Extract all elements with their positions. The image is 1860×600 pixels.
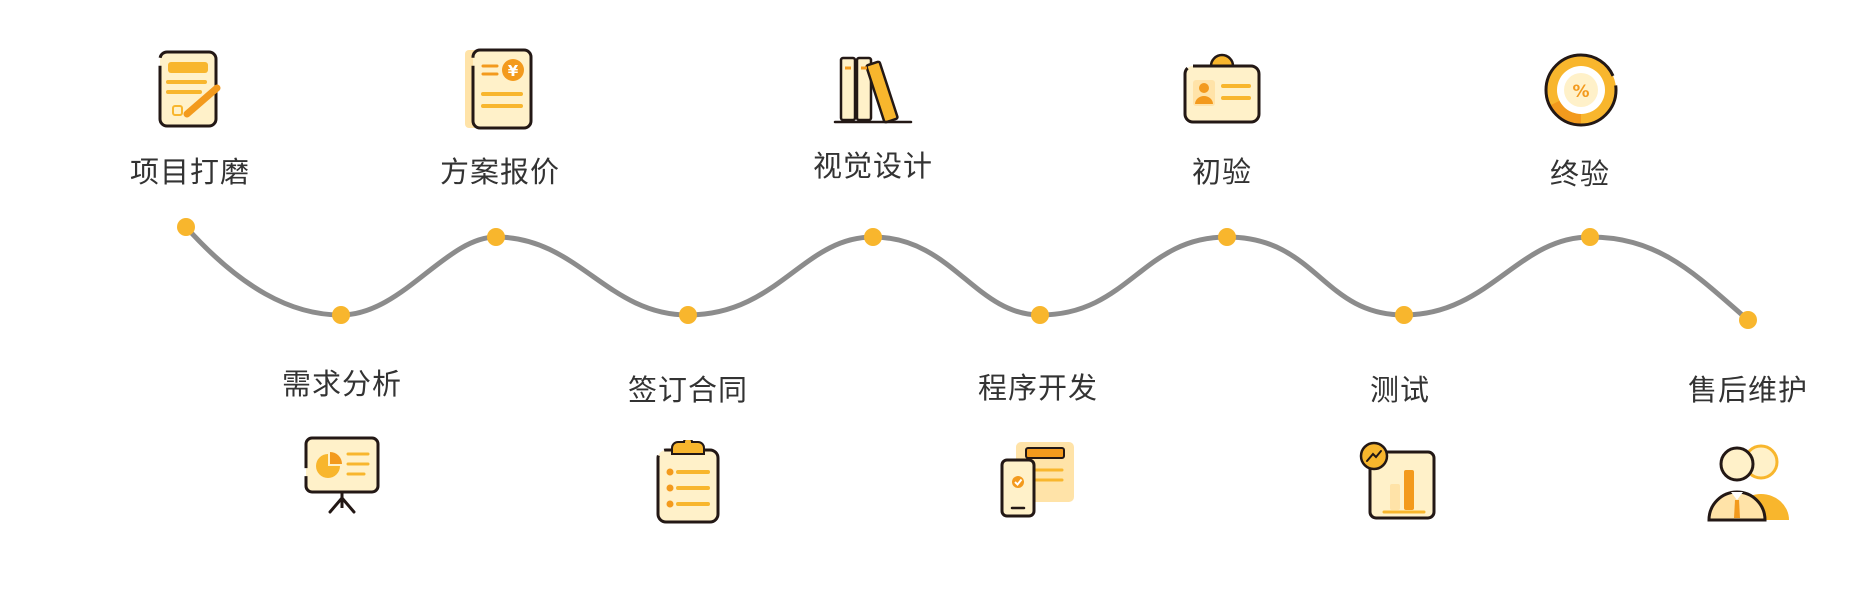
timeline-node <box>679 306 697 324</box>
presentation-board-icon <box>304 436 380 514</box>
svg-text:¥: ¥ <box>508 62 519 80</box>
timeline-node <box>864 228 882 246</box>
svg-text:%: % <box>1572 82 1589 102</box>
step-label: 售后维护 <box>1687 373 1808 407</box>
invoice-yen-icon: ¥ <box>465 48 533 130</box>
step-initial-acceptance: 初验 <box>1122 52 1322 190</box>
timeline-node <box>1395 306 1413 324</box>
timeline-node <box>1031 306 1049 324</box>
step-testing: 测试 <box>1300 372 1500 524</box>
timeline-nodes <box>177 218 1757 329</box>
step-label: 需求分析 <box>281 367 402 401</box>
step-label: 程序开发 <box>977 371 1098 405</box>
id-badge-icon <box>1183 53 1261 124</box>
phone-card-icon <box>1000 442 1074 518</box>
timeline-node <box>332 306 350 324</box>
step-quotation: ¥ 方案报价 <box>400 48 600 190</box>
timeline-node <box>487 228 505 246</box>
step-requirements-polish: 项目打磨 <box>90 48 290 190</box>
step-label: 项目打磨 <box>129 155 250 189</box>
timeline-node <box>1581 228 1599 246</box>
step-label: 方案报价 <box>439 155 560 189</box>
step-after-sales: 售后维护 <box>1648 372 1848 524</box>
step-label: 签订合同 <box>627 373 748 407</box>
step-sign-contract: 签订合同 <box>588 372 788 524</box>
clipboard-list-icon <box>656 440 720 524</box>
step-final-acceptance: % 终验 <box>1480 50 1680 192</box>
timeline-node <box>1739 311 1757 329</box>
timeline-node <box>177 218 195 236</box>
support-people-icon <box>1707 444 1789 522</box>
percent-ring-icon: % <box>1544 53 1618 127</box>
timeline-node <box>1218 228 1236 246</box>
step-demand-analysis: 需求分析 <box>242 366 442 518</box>
step-label: 终验 <box>1549 157 1610 191</box>
document-pen-icon <box>158 50 221 128</box>
step-label: 测试 <box>1369 373 1430 407</box>
wave-line <box>183 224 1751 323</box>
step-label: 视觉设计 <box>812 149 933 183</box>
bar-chart-icon <box>1359 441 1436 520</box>
step-development: 程序开发 <box>938 370 1138 522</box>
books-icon <box>833 56 913 124</box>
step-visual-design: 视觉设计 <box>773 54 973 184</box>
step-label: 初验 <box>1191 155 1252 189</box>
